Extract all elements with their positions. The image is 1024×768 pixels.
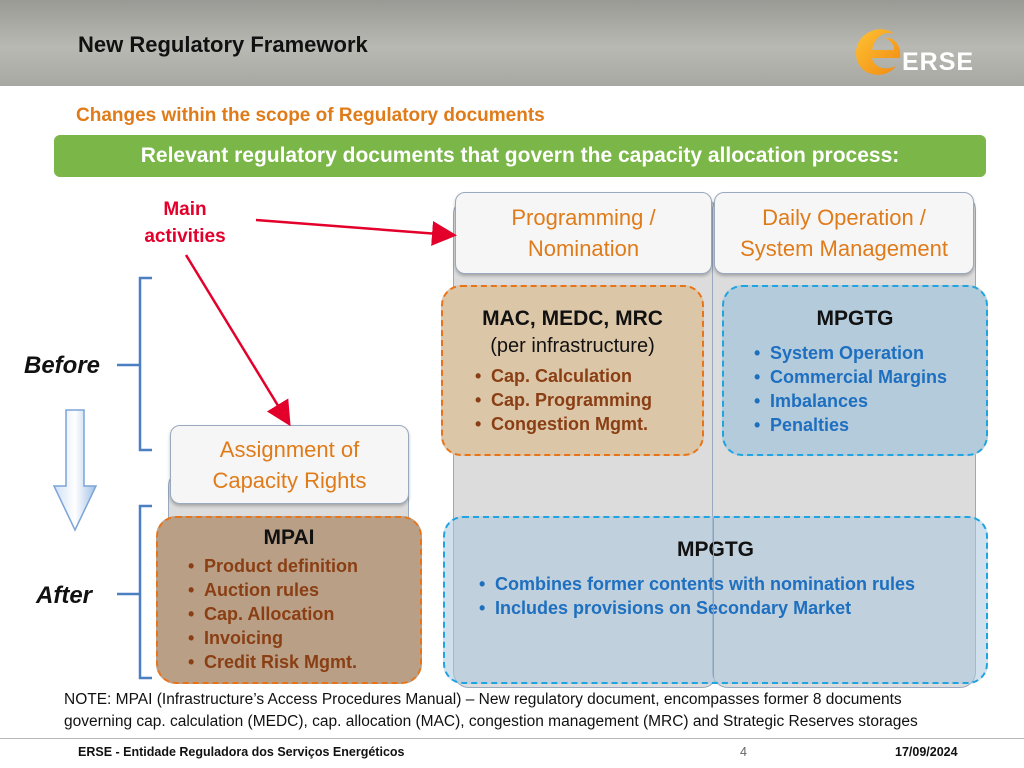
list-item: Commercial Margins: [750, 365, 986, 389]
before-label: Before: [24, 352, 101, 379]
arrow-to-assignment: [184, 254, 291, 427]
footnote-line-1: NOTE: MPAI (Infrastructure’s Access Proc…: [64, 691, 902, 708]
mpgtg-before-title: MPGTG: [816, 307, 894, 330]
programming-nomination-header: Programming /Nomination: [455, 192, 712, 274]
banner-text: Relevant regulatory documents that gover…: [140, 144, 900, 167]
mac-medc-mrc-box: MAC, MEDC, MRC (per infrastructure) Cap.…: [441, 285, 704, 456]
list-item: Auction rules: [184, 578, 420, 602]
page-number: 4: [740, 745, 747, 759]
list-item: Includes provisions on Secondary Market: [475, 596, 986, 620]
mac-box-title: MAC, MEDC, MRC: [482, 307, 663, 330]
mpgtg-before-box: MPGTG System Operation Commercial Margin…: [722, 285, 988, 456]
mpgtg-before-list: System Operation Commercial Margins Imba…: [750, 341, 986, 437]
footer-date: 17/09/2024: [895, 745, 958, 759]
before-bracket: [138, 276, 152, 452]
list-item: Cap. Allocation: [184, 602, 420, 626]
footnote: NOTE: MPAI (Infrastructure’s Access Proc…: [64, 689, 1014, 733]
list-item: Product definition: [184, 554, 420, 578]
column-divider: [713, 518, 714, 678]
arrow-to-programming: [255, 218, 457, 246]
mpgtg-after-box: MPGTG Combines former contents with nomi…: [443, 516, 988, 684]
mpai-box: MPAI Product definition Auction rules Ca…: [156, 516, 422, 684]
logo-wordmark: ERSE: [902, 48, 975, 76]
list-item: Congestion Mgmt.: [471, 412, 702, 436]
footer-divider: [0, 738, 1024, 739]
list-item: Penalties: [750, 413, 986, 437]
mpai-box-title: MPAI: [263, 526, 315, 549]
erse-logo: [856, 29, 901, 75]
mpgtg-after-title: MPGTG: [677, 538, 754, 561]
list-item: Cap. Calculation: [471, 364, 702, 388]
mpai-box-list: Product definition Auction rules Cap. Al…: [184, 554, 420, 674]
header-bar: [0, 0, 1024, 86]
list-item: Combines former contents with nomination…: [475, 572, 986, 596]
mac-box-subtitle: (per infrastructure): [490, 335, 655, 357]
list-item: System Operation: [750, 341, 986, 365]
down-arrow-icon: [52, 409, 98, 532]
list-item: Invoicing: [184, 626, 420, 650]
slide-title: New Regulatory Framework: [78, 32, 368, 57]
list-item: Cap. Programming: [471, 388, 702, 412]
after-label: After: [36, 582, 93, 609]
daily-operation-header: Daily Operation /System Management: [714, 192, 974, 274]
section-subtitle: Changes within the scope of Regulatory d…: [76, 105, 545, 126]
list-item: Imbalances: [750, 389, 986, 413]
footer-organization: ERSE - Entidade Reguladora dos Serviços …: [78, 745, 405, 759]
list-item: Credit Risk Mgmt.: [184, 650, 420, 674]
after-bracket: [138, 504, 152, 680]
mpgtg-after-list: Combines former contents with nomination…: [475, 572, 986, 620]
footnote-line-2: governing cap. calculation (MEDC), cap. …: [64, 713, 918, 730]
banner: Relevant regulatory documents that gover…: [54, 135, 986, 177]
mac-box-list: Cap. Calculation Cap. Programming Conges…: [471, 364, 702, 436]
